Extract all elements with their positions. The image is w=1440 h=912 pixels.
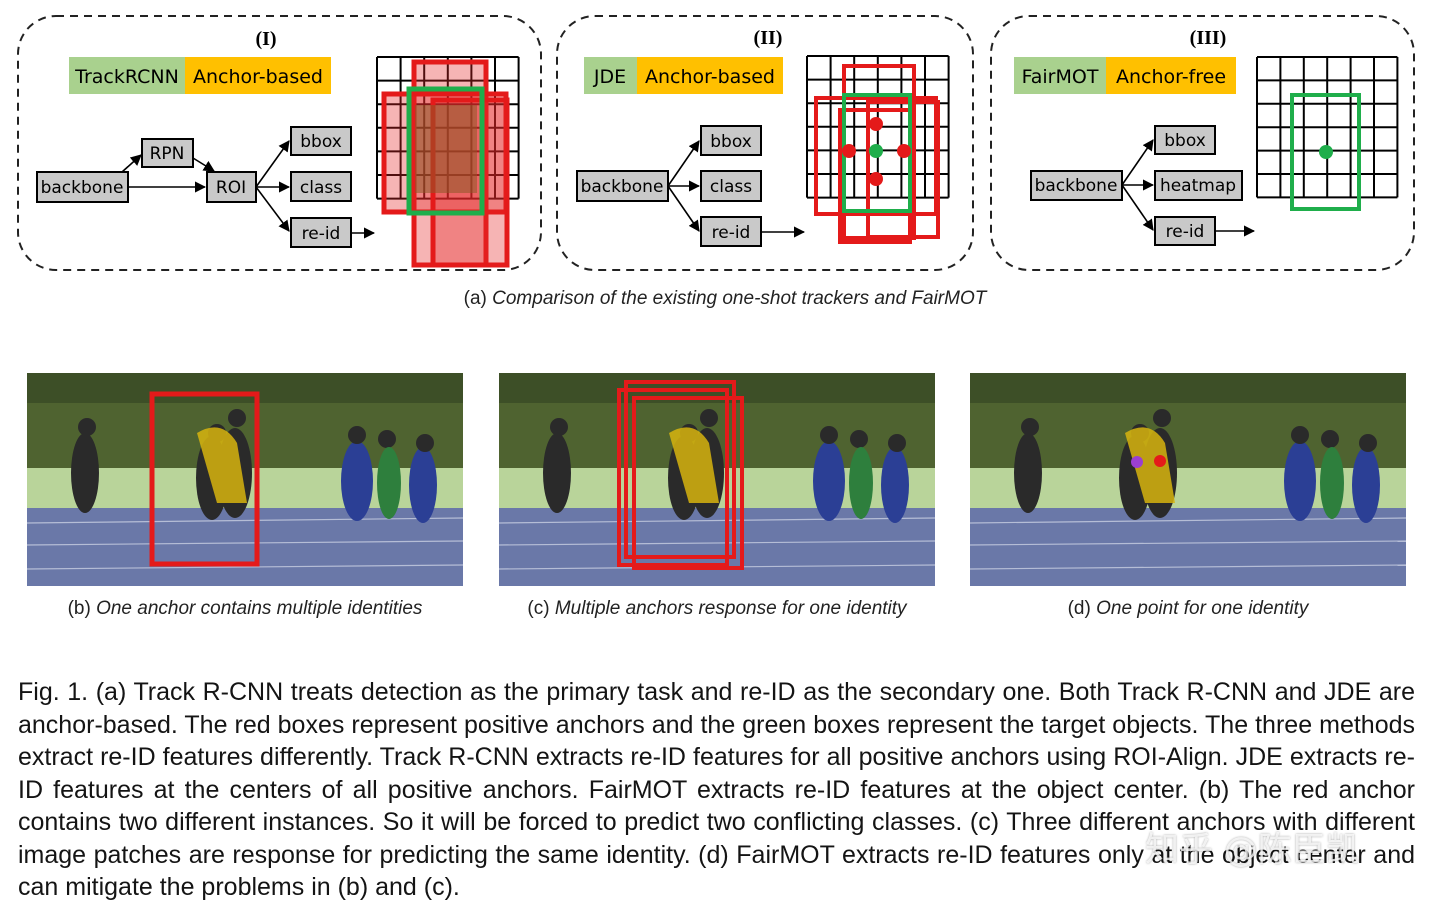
node-reid-label: re-id xyxy=(712,223,751,243)
node-rpn xyxy=(141,138,194,168)
figure-caption-text: Fig. 1. (a) Track R-CNN treats detection… xyxy=(18,678,1415,901)
panel-iii-roman: (III) xyxy=(1190,27,1227,49)
node-heatmap-label: heatmap xyxy=(1160,176,1236,196)
anchor-label: Anchor-based xyxy=(645,66,775,88)
panel-iii: (III) FairMOT Anchor-free backbone bbox … xyxy=(990,15,1415,271)
node-backbone-label: backbone xyxy=(1035,176,1118,196)
caption-d-prefix: (d) xyxy=(1067,598,1097,619)
caption-b: (b) One anchor contains multiple identit… xyxy=(27,598,463,620)
node-bbox-label: bbox xyxy=(710,132,752,152)
node-bbox xyxy=(290,126,352,156)
figure-caption: Fig. 1. (a) Track R-CNN treats detection… xyxy=(18,676,1415,904)
caption-d: (d) One point for one identity xyxy=(970,598,1406,620)
method-label: TrackRCNN xyxy=(74,66,179,88)
caption-a-text: Comparison of the existing one-shot trac… xyxy=(492,288,987,309)
caption-c-prefix: (c) xyxy=(527,598,555,619)
red-anchor-box xyxy=(632,396,744,570)
panel-i-frame xyxy=(17,15,542,271)
node-roi-label: ROI xyxy=(216,178,246,198)
method-label-bg xyxy=(1014,57,1106,94)
method-label-bg xyxy=(69,57,185,94)
node-rpn-label: RPN xyxy=(150,144,185,164)
node-class-label: class xyxy=(300,178,342,198)
node-reid xyxy=(290,217,352,248)
photo-c xyxy=(499,373,935,586)
photo-b xyxy=(27,373,463,586)
anchor-label: Anchor-based xyxy=(193,66,323,88)
anchor-center-dot xyxy=(869,172,883,186)
method-label: FairMOT xyxy=(1022,66,1099,88)
caption-b-prefix: (b) xyxy=(67,598,97,619)
green-target-box xyxy=(406,86,485,216)
node-heatmap xyxy=(1154,170,1243,201)
node-reid-label: re-id xyxy=(302,224,341,244)
roi-region xyxy=(415,105,477,193)
anchor-center-dot xyxy=(842,144,856,158)
object-center-point xyxy=(1131,456,1143,468)
node-bbox xyxy=(700,125,762,156)
node-class-label: class xyxy=(710,177,752,197)
caption-d-text: One point for one identity xyxy=(1096,598,1309,619)
object-center-dot xyxy=(1319,145,1333,159)
diagram-panel-a: (I) TrackRCNN Anchor-based backbone RPN … xyxy=(17,15,1415,271)
target-center-dot xyxy=(869,144,883,158)
panel-ii-roman: (II) xyxy=(754,27,783,49)
anchor-center-dot xyxy=(869,117,883,131)
photo-d xyxy=(970,373,1406,586)
caption-c: (c) Multiple anchors response for one id… xyxy=(499,598,935,620)
node-backbone-label: backbone xyxy=(581,177,664,197)
anchor-label-bg xyxy=(185,57,331,94)
node-bbox-label: bbox xyxy=(300,132,342,152)
caption-b-text: One anchor contains multiple identities xyxy=(96,598,423,619)
caption-c-text: Multiple anchors response for one identi… xyxy=(554,598,907,619)
caption-a-prefix: (a) xyxy=(463,288,493,309)
object-center-point xyxy=(1154,455,1166,467)
panel-ii: (II) JDE Anchor-based backbone bbox clas… xyxy=(556,15,974,271)
anchor-label-bg xyxy=(637,57,783,94)
red-anchor xyxy=(866,100,940,239)
node-reid-label: re-id xyxy=(1166,222,1205,242)
anchor-label: Anchor-free xyxy=(1116,66,1226,88)
watermark: 知乎 @陈臣凯 xyxy=(1145,830,1360,870)
node-bbox-label: bbox xyxy=(1164,131,1206,151)
red-anchor-box xyxy=(624,380,736,559)
method-label: JDE xyxy=(593,66,626,88)
method-label-bg xyxy=(584,57,637,94)
feature-grid-iii xyxy=(1256,56,1399,199)
panel-i-roman: (I) xyxy=(255,28,276,50)
anchor-center-dot xyxy=(897,144,911,158)
red-anchor-box xyxy=(149,391,260,567)
red-anchor-box xyxy=(617,388,729,567)
node-bbox xyxy=(1154,125,1216,155)
panel-iii-frame xyxy=(990,15,1415,271)
caption-a: (a) Comparison of the existing one-shot … xyxy=(400,288,1050,310)
node-backbone xyxy=(1030,170,1123,201)
feature-grid-i xyxy=(376,56,520,200)
panel-i: (I) TrackRCNN Anchor-based backbone RPN … xyxy=(17,15,542,271)
node-class xyxy=(700,170,762,202)
panel-ii-frame xyxy=(556,15,974,271)
green-target-box xyxy=(1290,93,1361,211)
node-backbone-label: backbone xyxy=(41,178,124,198)
node-class xyxy=(290,171,352,202)
node-reid xyxy=(700,216,762,247)
anchor-label-bg xyxy=(1106,57,1236,94)
node-backbone xyxy=(576,170,669,202)
